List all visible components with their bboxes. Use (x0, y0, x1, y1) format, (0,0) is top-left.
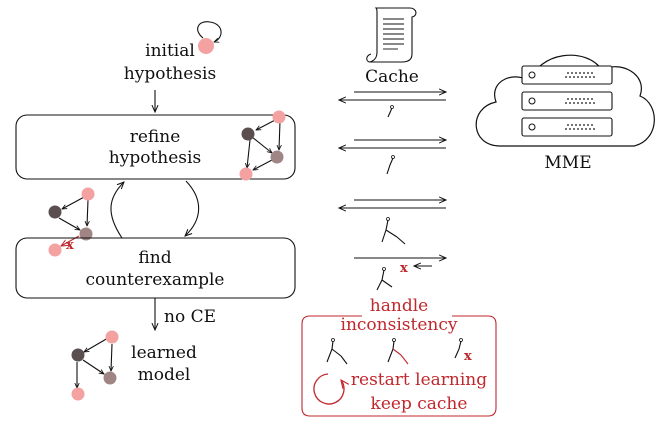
trace-x-mark: x (464, 349, 472, 364)
mme-label: MME (544, 153, 591, 173)
counterexample-automaton-icon: x (48, 187, 95, 257)
refine-label-line1: refine (130, 127, 181, 147)
query-exchange-3 (339, 200, 446, 245)
self-loop-arrow (197, 21, 222, 42)
inconsistency-trace-2 (387, 338, 409, 365)
refine-box-frame (15, 114, 296, 180)
inconsistency-trace-1 (326, 338, 348, 365)
ce-to-refine-arrow (110, 182, 124, 239)
ce-x-mark: x (66, 238, 74, 253)
handle-inconsistency-box: handle inconsistency x restart learning … (301, 296, 497, 417)
cache-label: Cache (365, 67, 419, 87)
initial-hypothesis-node: initial hypothesis (124, 21, 222, 84)
server-cloud-icon (475, 54, 655, 147)
refine-automaton-icon (239, 110, 286, 181)
initial-label-line1: initial (145, 41, 195, 61)
ce-label-line2: counterexample (86, 270, 225, 290)
find-counterexample-box: find counterexample (15, 237, 296, 299)
state-node (198, 38, 214, 54)
query-exchange-4: x (354, 258, 446, 291)
initial-label-line2: hypothesis (124, 64, 216, 84)
query-exchange-2 (339, 140, 446, 175)
no-ce-label: no CE (164, 307, 216, 327)
refine-hypothesis-box: refine hypothesis (15, 110, 296, 181)
inconsistency-trace-3: x (454, 338, 472, 364)
scroll-icon (366, 7, 417, 63)
inconsistency-title-line2: inconsistency (341, 315, 458, 335)
server-rack-icon (521, 65, 613, 137)
inconsistency-x-mark: x (400, 261, 408, 276)
keep-cache-label: keep cache (371, 394, 468, 414)
learned-label-line2: model (138, 365, 191, 385)
learned-label-line1: learned (131, 343, 197, 363)
learned-model-automaton-icon (71, 330, 119, 401)
refine-label-line2: hypothesis (109, 148, 201, 168)
query-exchange-1 (339, 92, 446, 118)
inconsistency-box-frame (301, 315, 497, 417)
refine-to-ce-arrow (185, 180, 200, 236)
ce-label-line1: find (138, 248, 171, 268)
inconsistency-title-line1: handle (370, 296, 428, 316)
restart-learning-label: restart learning (351, 370, 487, 390)
restart-loop-icon (313, 373, 344, 405)
